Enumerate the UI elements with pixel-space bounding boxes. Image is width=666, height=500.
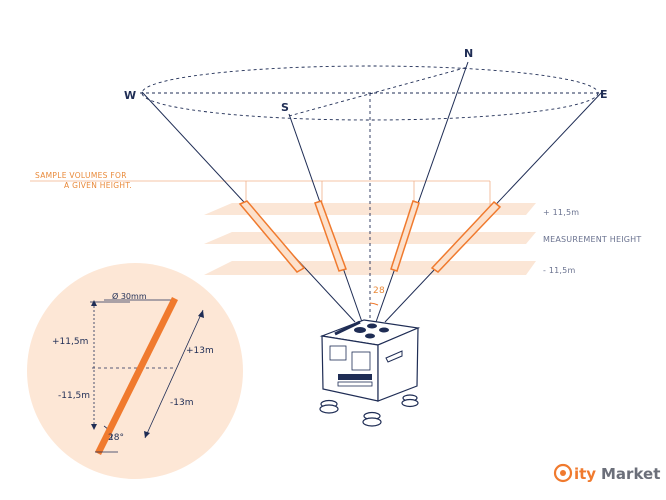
- sample-volume-s: [314, 200, 347, 272]
- inset-sample-volume: [95, 297, 178, 455]
- sample-volumes-label-line2: A GIVEN HEIGHT.: [64, 181, 132, 190]
- direction-east: E: [600, 88, 608, 101]
- upper-height-label: + 11,5m: [543, 208, 579, 217]
- inset-minus-height-label: -11,5m: [58, 391, 90, 401]
- lower-height-label: - 11,5m: [543, 266, 575, 275]
- inset-minus-length-label: -13m: [170, 398, 193, 408]
- inset-detail: Ø 30mm +11,5m -11,5m +13m -13m 28°: [27, 263, 243, 479]
- inset-plus-length-label: +13m: [186, 346, 214, 356]
- direction-west: W: [124, 89, 136, 102]
- sample-volume-w: [238, 200, 306, 273]
- inset-angle-label: 28°: [108, 433, 124, 443]
- direction-north: N: [464, 47, 473, 60]
- inset-circle: [27, 263, 243, 479]
- lidar-device: [319, 319, 421, 427]
- watermark-logo: ity Market: [553, 463, 660, 483]
- inset-plus-height-label: +11,5m: [52, 337, 88, 347]
- direction-south: S: [281, 101, 289, 114]
- sample-volume-n: [390, 200, 420, 272]
- sample-volumes-label-line1: SAMPLE VOLUMES FOR: [35, 171, 127, 180]
- beam-lines: [141, 61, 603, 323]
- sample-volume-e: [430, 200, 502, 273]
- beam-angle-label: 28: [373, 286, 385, 296]
- sample-volumes: [238, 200, 502, 273]
- beam-angle: 28: [369, 286, 385, 306]
- scan-cone-top: [140, 65, 602, 335]
- measurement-height-label: MEASUREMENT HEIGHT: [543, 235, 641, 244]
- inset-diameter-label: Ø 30mm: [112, 291, 147, 301]
- watermark-text-1: ity: [574, 465, 596, 483]
- watermark-text-2: Market: [601, 465, 660, 483]
